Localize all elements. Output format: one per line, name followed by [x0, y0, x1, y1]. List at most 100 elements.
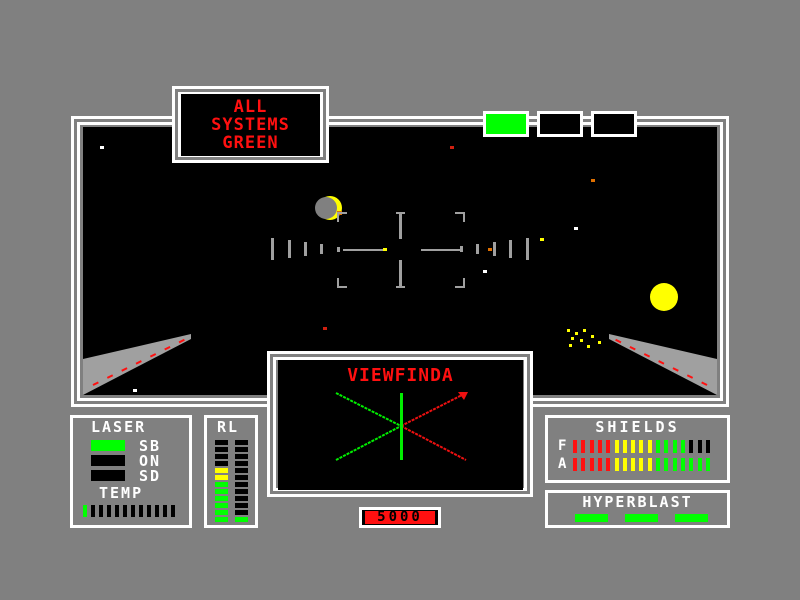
rl-segment — [215, 496, 228, 501]
shield-segment — [656, 458, 660, 471]
temp-segment — [139, 505, 143, 517]
shield-segment — [606, 458, 611, 471]
message-line-3: GREEN — [222, 133, 279, 153]
right-wing-cannon — [609, 334, 717, 395]
rl-segment — [235, 496, 248, 501]
temp-segment — [155, 505, 159, 517]
shield-segment — [697, 440, 702, 453]
shield-segment — [705, 440, 710, 453]
shields-title: SHIELDS — [595, 418, 680, 436]
message-line-2: SYSTEMS — [211, 115, 290, 135]
shield-segment — [631, 440, 636, 453]
rl-segment — [215, 475, 228, 480]
laser-mode-indicator — [91, 440, 125, 451]
targeting-reticle — [271, 212, 529, 288]
temp-segment — [131, 505, 135, 517]
rl-segment — [215, 503, 228, 508]
laser-mode-label: SD — [139, 467, 162, 485]
planet-crescent — [315, 196, 342, 220]
viewfinder-title: VIEWFINDA — [347, 365, 454, 386]
temp-segment — [91, 505, 95, 517]
laser-mode-label: ON — [139, 452, 162, 470]
shield-segment — [672, 440, 677, 453]
rl-segment — [235, 517, 248, 522]
space-view — [83, 127, 717, 395]
shield-segment — [573, 458, 577, 471]
shield-row-label: A — [558, 456, 567, 472]
shield-segment — [647, 458, 652, 471]
shield-segment — [664, 458, 669, 471]
shield-row-label: F — [558, 438, 567, 454]
hyperblast-charge — [675, 514, 708, 522]
shield-segment — [631, 458, 636, 471]
shield-segment — [689, 458, 694, 471]
left-wing-cannon — [83, 334, 191, 395]
rl-segment — [235, 489, 248, 494]
shield-segment — [614, 440, 619, 453]
shield-segment — [639, 440, 644, 453]
temp-segment — [147, 505, 151, 517]
temp-segment — [171, 505, 175, 517]
space-scene — [83, 146, 717, 395]
indicator-3 — [591, 111, 637, 137]
shield-segment — [680, 440, 685, 453]
status-message: ALL SYSTEMS GREEN — [181, 94, 320, 156]
temp-segment — [107, 505, 111, 517]
rl-segment — [215, 461, 228, 466]
score-box: 5000 — [359, 507, 441, 528]
viewfinder-screen: VIEWFINDA — [278, 360, 523, 490]
hyperblast-title: HYPERBLAST — [582, 493, 693, 511]
message-line-1: ALL — [233, 97, 268, 117]
shield-segment — [581, 458, 586, 471]
rl-segment — [215, 482, 228, 487]
shield-segment — [672, 458, 677, 471]
hyperblast-charge — [575, 514, 608, 522]
rl-panel: RL — [204, 415, 258, 528]
indicator-1 — [483, 111, 529, 137]
temp-segment — [163, 505, 167, 517]
shield-segment — [656, 440, 660, 453]
shield-segment — [647, 440, 652, 453]
rl-segment — [215, 517, 228, 522]
shield-segment — [639, 458, 644, 471]
shield-segment — [705, 458, 710, 471]
shield-segment — [597, 458, 602, 471]
shield-segment — [589, 458, 594, 471]
rl-segment — [215, 489, 228, 494]
hyperblast-panel: HYPERBLAST — [545, 490, 730, 528]
score-value: 5000 — [365, 510, 435, 524]
stars — [100, 146, 595, 392]
yellow-sun — [650, 283, 678, 311]
shield-segment — [680, 458, 685, 471]
rl-title: RL — [217, 418, 240, 436]
shield-segment — [622, 458, 627, 471]
shield-segment — [597, 440, 602, 453]
rl-segment — [235, 454, 248, 459]
rl-segment — [235, 468, 248, 473]
shield-segment — [606, 440, 611, 453]
shield-segment — [664, 440, 669, 453]
rl-segment — [215, 447, 228, 452]
laser-mode-indicator — [91, 470, 125, 481]
temp-segment — [83, 505, 87, 517]
rl-segment — [235, 510, 248, 515]
rl-segment — [235, 440, 248, 445]
temp-label: TEMP — [99, 484, 144, 502]
rl-segment — [235, 461, 248, 466]
rl-segment — [215, 468, 228, 473]
temp-segment — [123, 505, 127, 517]
rl-segment — [235, 482, 248, 487]
hyperblast-charge — [625, 514, 658, 522]
shield-segment — [614, 458, 619, 471]
shield-segment — [581, 440, 586, 453]
shield-segment — [622, 440, 627, 453]
rl-segment — [215, 454, 228, 459]
shield-segment — [689, 440, 694, 453]
rl-segment — [235, 447, 248, 452]
rl-segment — [235, 475, 248, 480]
temp-segment — [99, 505, 103, 517]
shield-segment — [697, 458, 702, 471]
shield-segment — [589, 440, 594, 453]
